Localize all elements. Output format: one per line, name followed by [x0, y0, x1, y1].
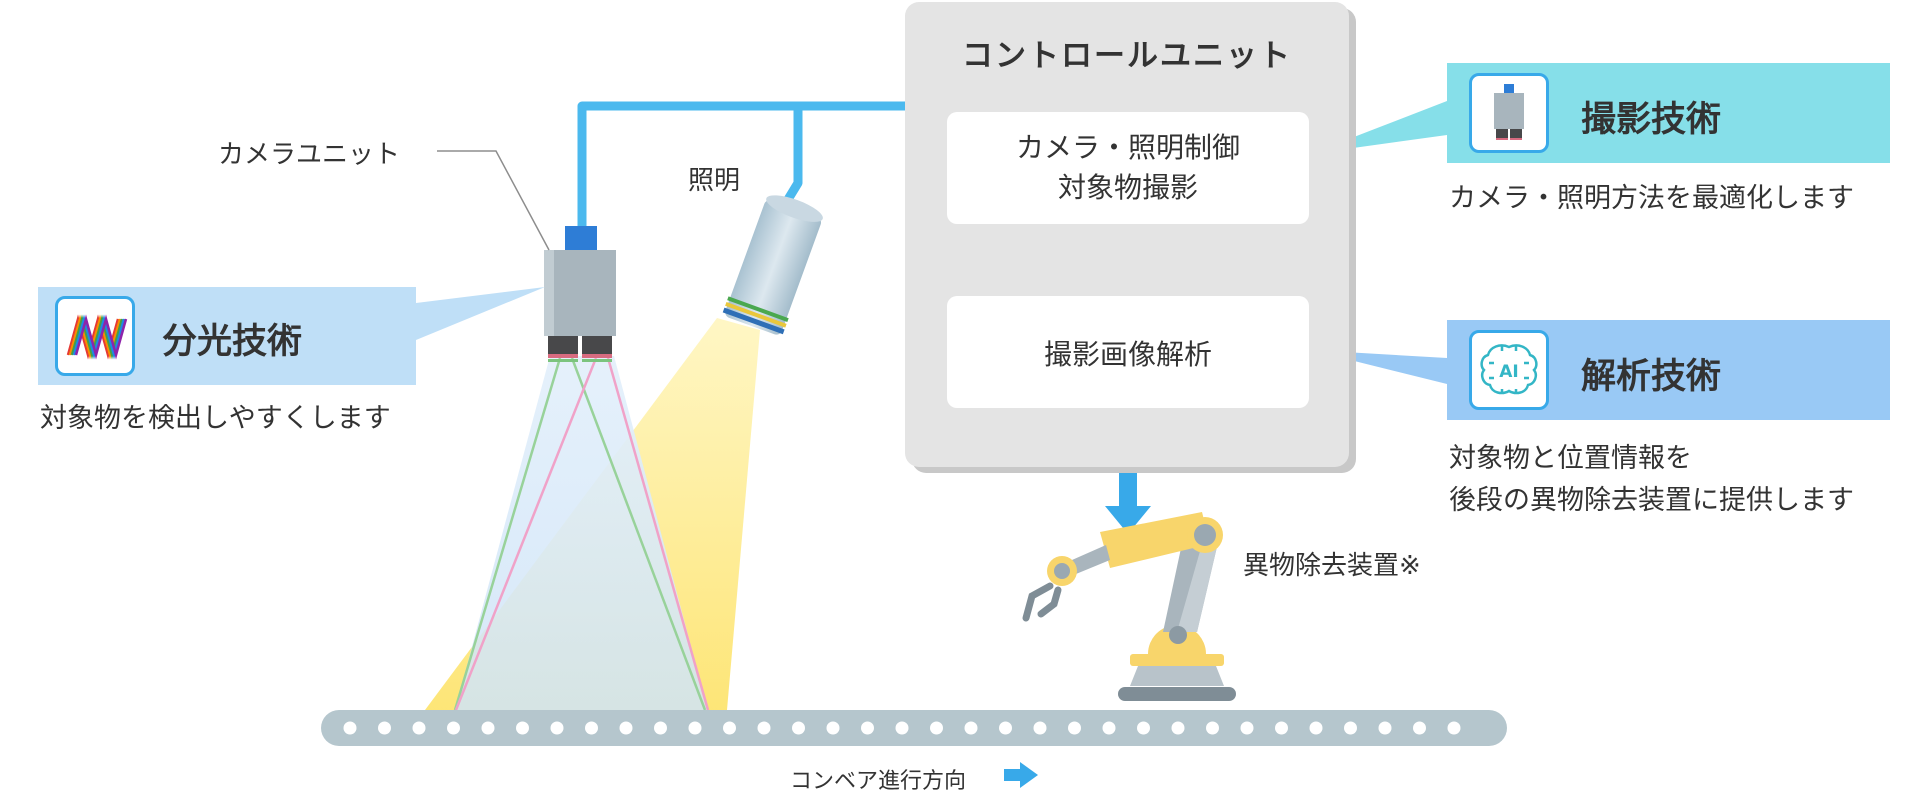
conveyor-arrow-icon [1004, 762, 1038, 788]
control-unit-title: コントロールユニット [962, 38, 1292, 74]
camera-leader-line [437, 150, 550, 251]
control-step-box-2: 撮影画像解析 [947, 296, 1309, 408]
conveyor-roller [412, 721, 426, 735]
conveyor-roller [447, 721, 460, 735]
light-cable [780, 106, 803, 209]
conveyor-roller [1068, 721, 1081, 735]
conveyor-roller [895, 721, 909, 735]
conveyor-roller [1137, 721, 1150, 735]
conveyor-roller [930, 721, 943, 735]
conveyor-roller [1378, 721, 1392, 735]
conveyor-roller [1102, 721, 1116, 735]
conveyor-roller [964, 721, 978, 735]
camera-cable [577, 101, 905, 240]
conveyor-roller [826, 721, 840, 735]
conveyor-roller [1206, 721, 1219, 735]
control-step-2-label: 撮影画像解析 [1043, 338, 1212, 371]
imaging-tech-desc: カメラ・照明方法を最適化します [1449, 183, 1854, 214]
analysis-tech-banner: AI 解析技術 [1447, 320, 1890, 420]
camera-unit-label: カメラユニット [218, 140, 401, 170]
cable-lines [577, 101, 905, 240]
camera-icon [1469, 73, 1549, 153]
conveyor-roller [619, 721, 633, 735]
conveyor-roller [757, 721, 771, 735]
conveyor-roller [516, 721, 529, 735]
conveyor-roller [585, 721, 598, 735]
conveyor-roller [1344, 721, 1357, 735]
conveyor-roller [654, 721, 667, 735]
robot-arm [1022, 512, 1236, 701]
conveyor-roller [481, 721, 495, 735]
camera-unit [544, 226, 616, 362]
conveyor-roller [1033, 721, 1047, 735]
spectrum-wave-icon [55, 296, 135, 376]
control-step-1-line-1: カメラ・照明制御 [1015, 131, 1240, 164]
conveyor-roller [999, 721, 1012, 735]
imaging-tech-banner: 撮影技術 [1447, 63, 1890, 163]
light-fixture [722, 195, 823, 335]
conveyor-roller [1413, 721, 1426, 735]
conveyor-roller [792, 721, 805, 735]
conveyor-roller [1309, 721, 1323, 735]
analysis-tech-desc-line-1: 対象物と位置情報を [1449, 443, 1692, 474]
analysis-tech-desc-line-2: 後段の異物除去装置に提供します [1449, 485, 1854, 516]
spectral-tech-banner: 分光技術 [38, 287, 416, 385]
conveyor-direction-label: コンベア進行方向 [790, 769, 967, 794]
imaging-tech-title: 撮影技術 [1581, 100, 1722, 140]
camera-beam [455, 356, 708, 710]
spectral-rays [453, 357, 710, 711]
conveyor-roller [1275, 721, 1288, 735]
removal-device-label: 異物除去装置※ [1243, 551, 1421, 581]
spectral-tech-title: 分光技術 [162, 322, 303, 362]
conveyor-roller [343, 721, 357, 735]
conveyor-roller [861, 721, 874, 735]
conveyor-roller [1171, 721, 1185, 735]
ai-brain-icon: AI [1469, 330, 1549, 410]
conveyor-belt [321, 710, 1507, 746]
conveyor-roller [550, 721, 564, 735]
analysis-tech-title: 解析技術 [1581, 357, 1722, 397]
conveyor-roller [688, 721, 702, 735]
conveyor-roller [378, 721, 391, 735]
lighting-label: 照明 [688, 166, 741, 196]
control-step-1-line-2: 対象物撮影 [1057, 171, 1198, 204]
spectral-wedge [416, 287, 545, 340]
conveyor-roller [1447, 721, 1461, 735]
control-step-box-1: カメラ・照明制御 対象物撮影 [947, 112, 1309, 224]
ai-icon-text: AI [1499, 362, 1518, 382]
conveyor-roller [723, 721, 736, 735]
spectral-tech-desc: 対象物を検出しやすくします [40, 403, 391, 434]
conveyor-roller [1240, 721, 1254, 735]
